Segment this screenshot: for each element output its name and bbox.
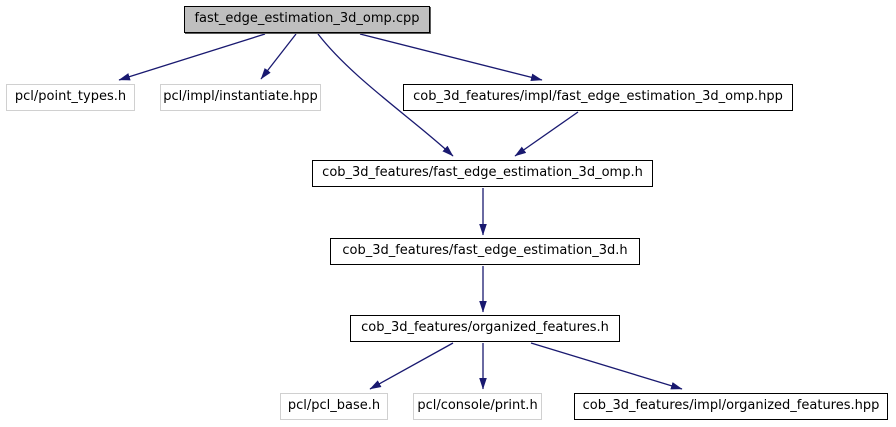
edge-cpp-to-instantiate: [260, 33, 297, 80]
node-pcl-pcl-base-h: pcl/pcl_base.h: [280, 393, 388, 420]
node-organized-features-hpp[interactable]: cob_3d_features/impl/organized_features.…: [574, 393, 888, 420]
edge-organized-features-h-to-organized-features-hpp: [530, 342, 683, 390]
edge-cpp-to-fast-edge-estimation-3d-omp-h: [317, 33, 454, 157]
edge-cpp-to-fast-edge-estimation-3d-omp-hpp: [359, 33, 543, 81]
node-fast-edge-estimation-3d-omp-cpp: fast_edge_estimation_3d_omp.cpp: [184, 6, 430, 33]
node-organized-features-h[interactable]: cob_3d_features/organized_features.h: [350, 315, 620, 342]
node-fast-edge-estimation-3d-omp-hpp[interactable]: cob_3d_features/impl/fast_edge_estimatio…: [403, 84, 793, 111]
node-pcl-impl-instantiate-hpp: pcl/impl/instantiate.hpp: [160, 84, 321, 111]
node-fast-edge-estimation-3d-omp-h[interactable]: cob_3d_features/fast_edge_estimation_3d_…: [312, 160, 653, 187]
edge-fast-edge-estimation-3d-omp-hpp-to-h: [514, 111, 579, 157]
node-pcl-console-print-h: pcl/console/print.h: [413, 393, 542, 420]
node-pcl-point-types-h: pcl/point_types.h: [6, 84, 135, 111]
edge-organized-features-h-to-pcl-base: [369, 342, 454, 390]
edge-cpp-to-point-types: [118, 33, 266, 81]
node-fast-edge-estimation-3d-h[interactable]: cob_3d_features/fast_edge_estimation_3d.…: [330, 238, 640, 265]
